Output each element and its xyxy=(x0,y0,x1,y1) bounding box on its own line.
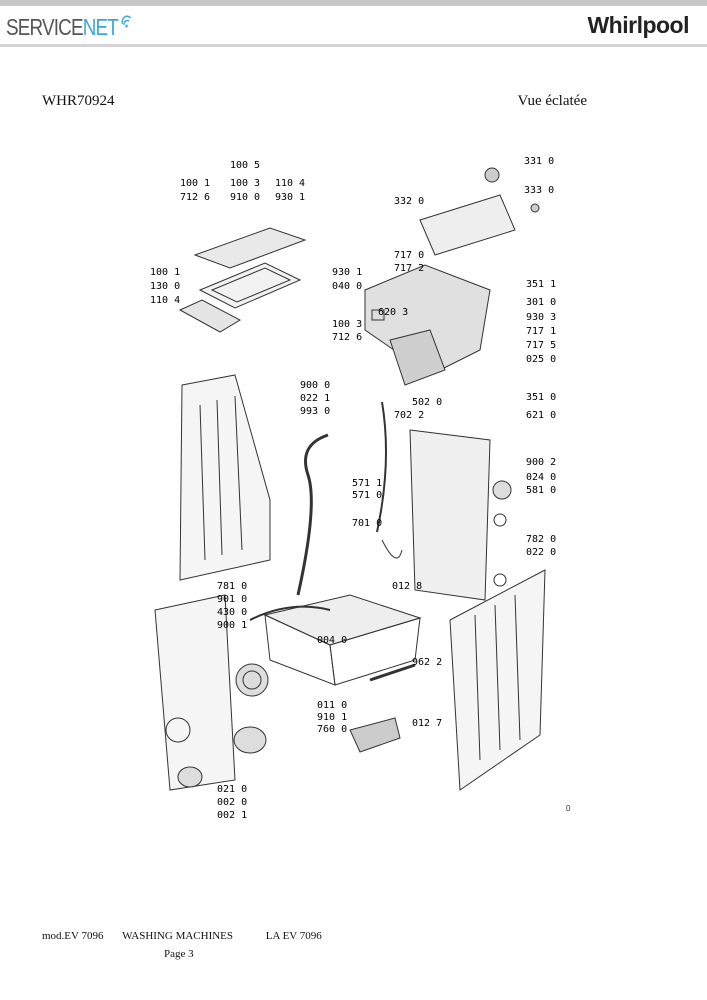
part-label: 130 0 xyxy=(150,281,180,292)
part-label: 025 0 xyxy=(526,354,556,365)
part-label: 100 5 xyxy=(230,160,260,171)
part-label: 712 6 xyxy=(332,332,362,343)
part-label: 100 1 xyxy=(180,178,210,189)
part-label: 022 1 xyxy=(300,393,330,404)
part-label: 930 1 xyxy=(275,192,305,203)
part-label: 024 0 xyxy=(526,472,556,483)
wifi-icon xyxy=(121,15,131,28)
part-label: 040 0 xyxy=(332,281,362,292)
part-label: 717 0 xyxy=(394,250,424,261)
part-label: 581 0 xyxy=(526,485,556,496)
exploded-view-diagram: 100 5 100 1 100 3 110 4 712 6 910 0 930 1 331 0… xyxy=(150,140,556,821)
part-label: 002 0 xyxy=(217,797,247,808)
view-title: Vue éclatée xyxy=(517,93,587,109)
top-border xyxy=(0,0,707,6)
part-label: 782 0 xyxy=(526,534,556,545)
part-label: 717 1 xyxy=(526,326,556,337)
part-label: 900 2 xyxy=(526,457,556,468)
part-label: 620 3 xyxy=(378,307,408,318)
logo-text-service: SERVICE xyxy=(6,14,84,40)
part-label: 333 0 xyxy=(524,185,554,196)
part-label: 011 0 xyxy=(317,700,347,711)
part-label: 022 0 xyxy=(526,547,556,558)
part-label: 301 0 xyxy=(526,297,556,308)
part-label: 717 5 xyxy=(526,340,556,351)
part-label: 702 2 xyxy=(394,410,424,421)
page-mark: 0 xyxy=(566,804,571,813)
part-label: 760 0 xyxy=(317,724,347,735)
footer: mod.EV 7096 WASHING MACHINES LA EV 7096 xyxy=(42,930,336,942)
part-label: 110 4 xyxy=(275,178,305,189)
part-label: 100 3 xyxy=(230,178,260,189)
header-divider xyxy=(0,44,707,47)
whirlpool-logo-text: Whirlpool xyxy=(587,12,689,38)
part-label: 331 0 xyxy=(524,156,554,167)
part-label: 900 1 xyxy=(217,620,247,631)
part-label: 012 7 xyxy=(412,718,442,729)
part-label: 430 0 xyxy=(217,607,247,618)
part-label: 910 1 xyxy=(317,712,347,723)
part-label: 110 4 xyxy=(150,295,180,306)
part-label: 993 0 xyxy=(300,406,330,417)
part-label: 900 0 xyxy=(300,380,330,391)
part-label: 910 0 xyxy=(230,192,260,203)
exploded-view-svg: 100 5 100 1 100 3 110 4 712 6 910 0 930 1 331 0… xyxy=(150,156,556,821)
part-label: 100 1 xyxy=(150,267,180,278)
part-label: 701 0 xyxy=(352,518,382,529)
footer-model: mod.EV 7096 xyxy=(42,930,104,942)
part-label: 901 0 xyxy=(217,594,247,605)
part-label: 571 0 xyxy=(352,490,382,501)
part-label: 621 0 xyxy=(526,410,556,421)
part-label: 712 6 xyxy=(180,192,210,203)
footer-code: LA EV 7096 xyxy=(265,930,322,942)
part-label: 502 0 xyxy=(412,397,442,408)
part-label: 962 2 xyxy=(412,657,442,668)
logo-text-net: NET xyxy=(82,14,119,40)
part-label: 930 3 xyxy=(526,312,556,323)
part-label: 332 0 xyxy=(394,196,424,207)
part-label: 930 1 xyxy=(332,267,362,278)
part-label: 351 0 xyxy=(526,392,556,403)
part-label: 002 1 xyxy=(217,810,247,821)
part-label: 571 1 xyxy=(352,478,382,489)
part-label: 012 8 xyxy=(392,581,422,592)
whirlpool-logo: Whirlpool xyxy=(587,12,689,39)
footer-type: WASHING MACHINES xyxy=(122,930,234,942)
servicenet-logo: SERVICENET xyxy=(6,14,132,41)
part-label: 021 0 xyxy=(217,784,247,795)
part-label: 004 0 xyxy=(317,635,347,646)
model-number: WHR70924 xyxy=(42,93,115,109)
page-number: Page 3 xyxy=(164,948,194,960)
part-label: 781 0 xyxy=(217,581,247,592)
part-label: 351 1 xyxy=(526,279,556,290)
part-label: 100 3 xyxy=(332,319,362,330)
part-label: 717 2 xyxy=(394,263,424,274)
